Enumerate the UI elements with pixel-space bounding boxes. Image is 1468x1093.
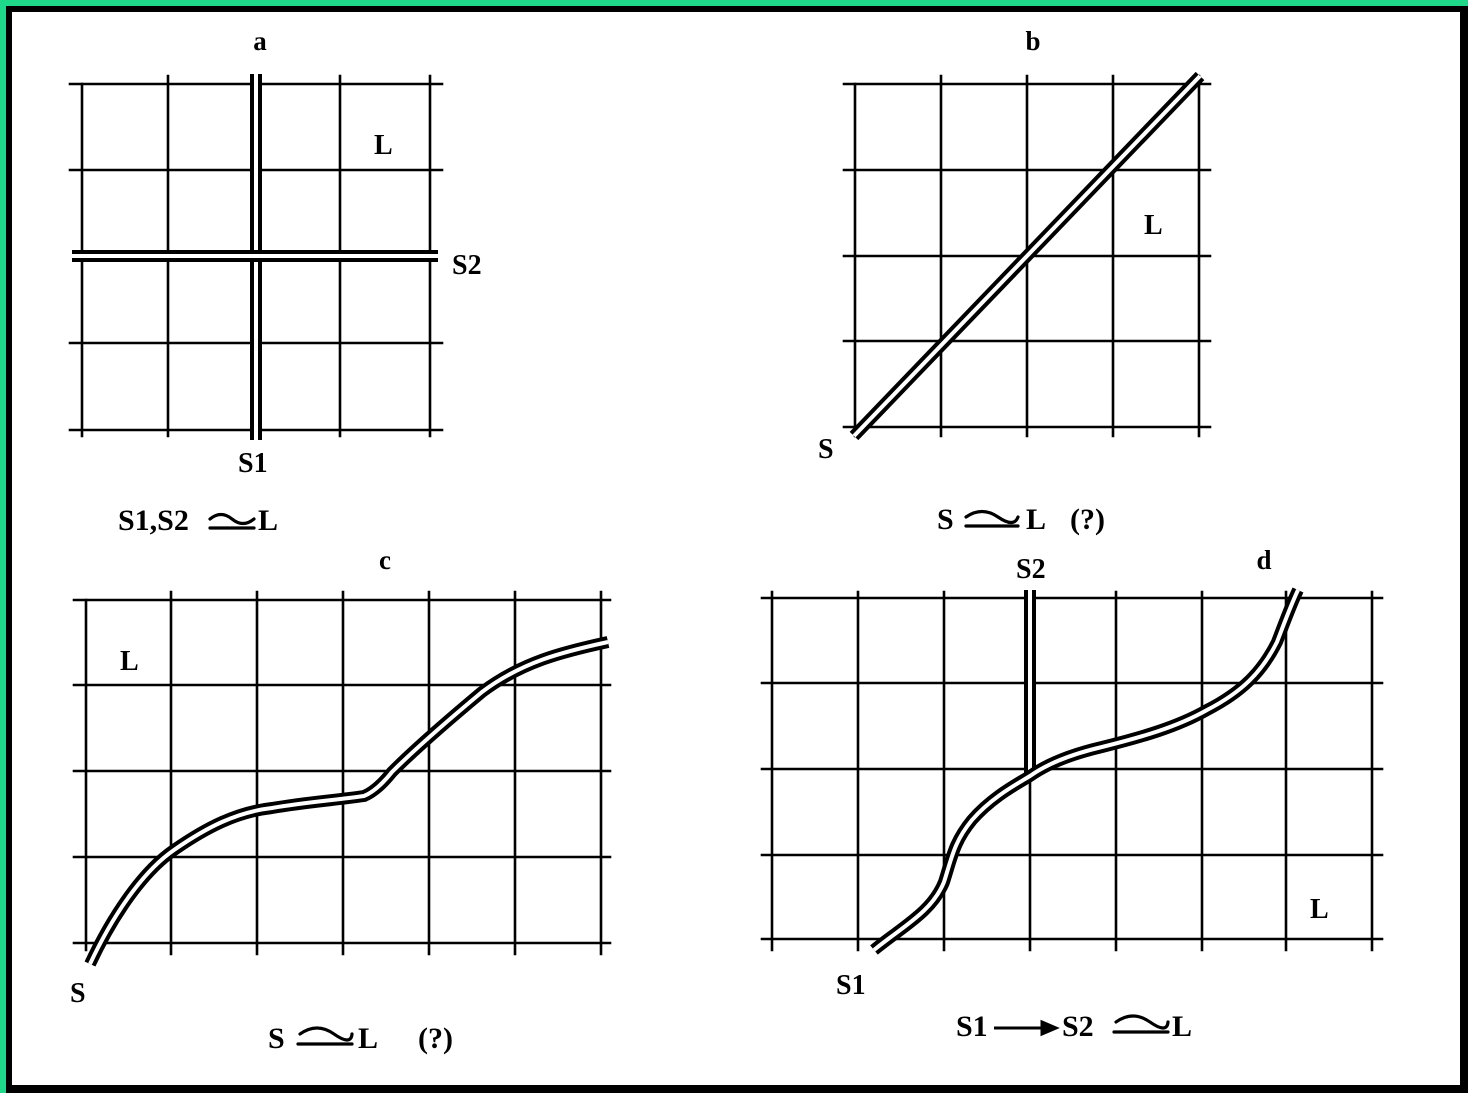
panel-a: a L S2 S1 S1,S2 L xyxy=(68,26,482,537)
panel-d: d S2 L S1 S1 xyxy=(760,545,1384,1043)
panel-d-road2-label: S2 xyxy=(1016,554,1046,585)
panel-a-region-label: L xyxy=(374,130,393,161)
panel-b: b L S S L (?) xyxy=(818,26,1212,536)
panel-d-road1-label: S1 xyxy=(836,970,866,1001)
panel-d-arrow-icon xyxy=(994,1019,1060,1037)
panel-c-caption-left: S xyxy=(268,1022,285,1055)
panel-b-region-label: L xyxy=(1144,210,1163,241)
panel-c-grid xyxy=(72,590,612,956)
panel-a-approx-icon xyxy=(208,512,256,530)
panel-a-caption: S1,S2 L xyxy=(118,504,278,537)
panel-b-caption-right: L xyxy=(1026,503,1046,536)
panel-b-caption-note: (?) xyxy=(1070,503,1105,536)
panel-a-road1-label: S1 xyxy=(238,448,268,479)
figure-svg: a L S2 S1 S1,S2 L xyxy=(68,26,1384,1055)
panel-b-grid xyxy=(842,74,1212,438)
panel-b-letter: b xyxy=(1025,26,1040,56)
panel-c-caption: S L (?) xyxy=(268,1022,453,1055)
panel-d-road-s1 xyxy=(870,587,1304,955)
panel-c-caption-note: (?) xyxy=(418,1022,453,1055)
panel-b-caption-left: S xyxy=(937,503,954,536)
panel-b-caption: S L (?) xyxy=(937,503,1105,536)
panel-a-caption-right: L xyxy=(258,504,278,537)
panel-c-caption-right: L xyxy=(358,1022,378,1055)
panel-d-grid xyxy=(760,590,1384,952)
panel-d-approx-icon xyxy=(1112,1014,1170,1034)
panel-d-letter: d xyxy=(1256,545,1271,575)
panel-c-approx-icon xyxy=(296,1026,354,1046)
panel-d-region-label: L xyxy=(1310,894,1329,925)
panel-a-letter: a xyxy=(253,26,267,56)
panel-c: c L S S L (?) xyxy=(70,545,612,1055)
panel-d-caption-left: S1 xyxy=(956,1010,988,1043)
panel-b-approx-icon xyxy=(964,509,1020,528)
panel-c-letter: c xyxy=(379,545,391,575)
panel-c-road-s xyxy=(84,636,610,967)
panel-c-road-label: S xyxy=(70,978,86,1009)
figure-canvas: a L S2 S1 S1,S2 L xyxy=(12,12,1460,1085)
panel-b-road-s xyxy=(849,71,1205,441)
panel-d-caption: S1 S2 L xyxy=(956,1010,1192,1043)
panel-b-road-label: S xyxy=(818,434,834,465)
panel-d-caption-right: L xyxy=(1172,1010,1192,1043)
panel-c-region-label: L xyxy=(120,646,139,677)
panel-a-road2-label: S2 xyxy=(452,250,482,281)
panel-d-caption-mid: S2 xyxy=(1062,1010,1094,1043)
panel-a-caption-left: S1,S2 xyxy=(118,504,189,537)
